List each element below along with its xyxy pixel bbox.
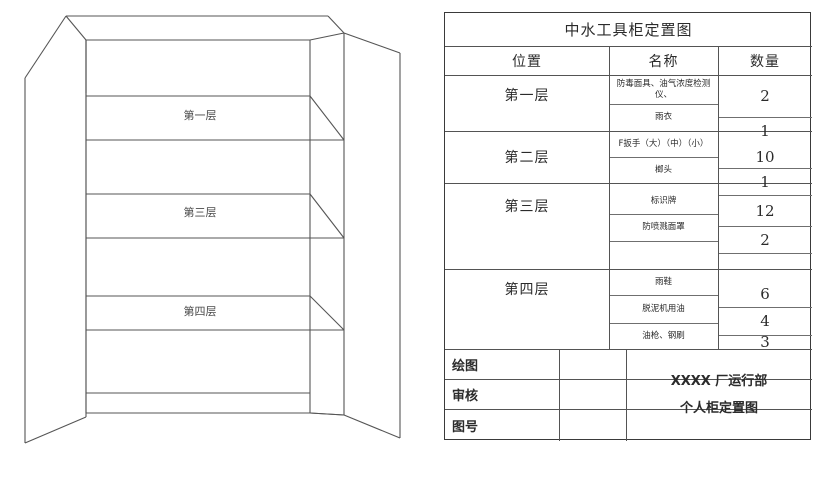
group-position-3: 第三层 [504, 199, 550, 215]
item-qty-1-2: 1 [760, 122, 770, 140]
titleblock-value-review[interactable] [559, 379, 626, 409]
item-name-2-1: F扳手（大）（中）（小） [618, 138, 709, 149]
rule-qty-3 [718, 195, 812, 196]
right-door-bottom-slant [343, 414, 401, 439]
rule-qty-6 [718, 307, 812, 308]
header-position: 位置 [512, 53, 542, 70]
item-qty-3-3 [718, 253, 812, 269]
shelf-label-1: 第一层 [184, 108, 217, 122]
rule-col-name-right [718, 46, 720, 349]
item-qty-1-1: 2 [760, 87, 770, 105]
titleblock-value-draw[interactable] [559, 349, 626, 379]
rule-qty-7 [718, 335, 812, 336]
item-qty-3-2: 2 [760, 230, 770, 249]
rule-name-1 [609, 104, 718, 105]
titleblock-label-draw: 绘图 [452, 358, 479, 374]
cabinet-drawing: 第一层 第三层 第四层 [24, 15, 401, 444]
rule-group1-bottom [445, 131, 812, 133]
rule-header-bottom [445, 75, 812, 77]
group-position-2: 第二层 [504, 150, 550, 166]
shelf-label-2: 第三层 [184, 205, 217, 219]
left-door-top-hinge-edge [65, 15, 87, 41]
group-position-1: 第一层 [504, 88, 550, 104]
item-qty-2-1: 10 [755, 147, 775, 166]
item-name-1-2: 雨衣 [654, 112, 672, 123]
rule-qty-2 [718, 168, 812, 169]
item-qty-4-1: 6 [760, 284, 770, 303]
right-door-top-hinge-edge [327, 15, 345, 34]
rule-group4-bottom [445, 349, 812, 351]
cabinet-right-wall-top [309, 32, 345, 41]
header-quantity: 数量 [750, 53, 780, 70]
titleblock-owner: XXXX 厂运行部 个人柜定置图 [626, 349, 812, 441]
shelf-2-depth-diagonal [309, 193, 345, 239]
rule-block-value-right [626, 349, 628, 441]
rule-name-2 [609, 157, 718, 158]
shelf-3-depth-diagonal [309, 295, 345, 331]
item-name-4-2: 脱泥机用油 [642, 303, 685, 314]
left-door-bottom-slant [24, 416, 87, 444]
rule-col-position-right [609, 46, 611, 349]
owner-line-2: 个人柜定置图 [679, 401, 758, 416]
shelf-label-3: 第四层 [184, 304, 217, 318]
item-name-3-2: 防喷溅面罩 [642, 222, 685, 233]
right-door-top-slant [343, 32, 401, 54]
titleblock-value-drawingno[interactable] [559, 409, 626, 441]
owner-line-1: XXXX 厂运行部 [670, 373, 768, 389]
item-qty-3-1: 12 [755, 201, 775, 220]
rule-name-4 [609, 241, 718, 242]
rule-block-row1 [445, 379, 812, 381]
item-name-4-3: 油枪、钢刷 [642, 330, 685, 341]
rule-group2-bottom [445, 183, 812, 185]
rule-name-6 [609, 323, 718, 324]
rule-block-row2 [445, 409, 812, 411]
left-door-top-slant [24, 15, 67, 79]
item-name-3-3 [609, 241, 718, 269]
header-name: 名称 [648, 53, 679, 70]
item-qty-4-3: 3 [760, 335, 770, 349]
rule-name-5 [609, 295, 718, 296]
item-name-2-2: 榔头 [654, 164, 672, 175]
parts-table-border: 中水工具柜定置图 位置 名称 数量 第一层 防毒面具、油气浓度检测仪、 2 雨衣… [444, 12, 812, 441]
rule-qty-5 [718, 253, 812, 254]
item-name-1-1: 防毒面具、油气浓度检测仪、 [616, 78, 711, 100]
item-name-4-1: 雨鞋 [654, 276, 672, 287]
rule-group3-bottom [445, 269, 812, 271]
shelf-1-depth-diagonal [309, 95, 345, 141]
shelf-4-depth-diagonal [309, 412, 345, 416]
rule-block-label-right [559, 349, 561, 441]
item-qty-4-2: 4 [760, 312, 770, 330]
group-position-4: 第四层 [504, 282, 550, 298]
titleblock-label-drawingno: 图号 [452, 419, 479, 435]
rule-qty-4 [718, 226, 812, 227]
item-qty-2-2: 1 [760, 172, 770, 191]
titleblock-label-review: 审核 [452, 388, 479, 404]
cabinet-svg: 第一层 第三层 第四层 [24, 15, 401, 444]
rule-name-3 [609, 214, 718, 215]
rule-title-bottom [445, 46, 812, 48]
item-name-3-1: 标识牌 [650, 195, 677, 206]
table-title: 中水工具柜定置图 [564, 21, 693, 39]
rule-qty-1 [718, 117, 812, 118]
parts-table: 中水工具柜定置图 位置 名称 数量 第一层 防毒面具、油气浓度检测仪、 2 雨衣… [444, 12, 812, 441]
